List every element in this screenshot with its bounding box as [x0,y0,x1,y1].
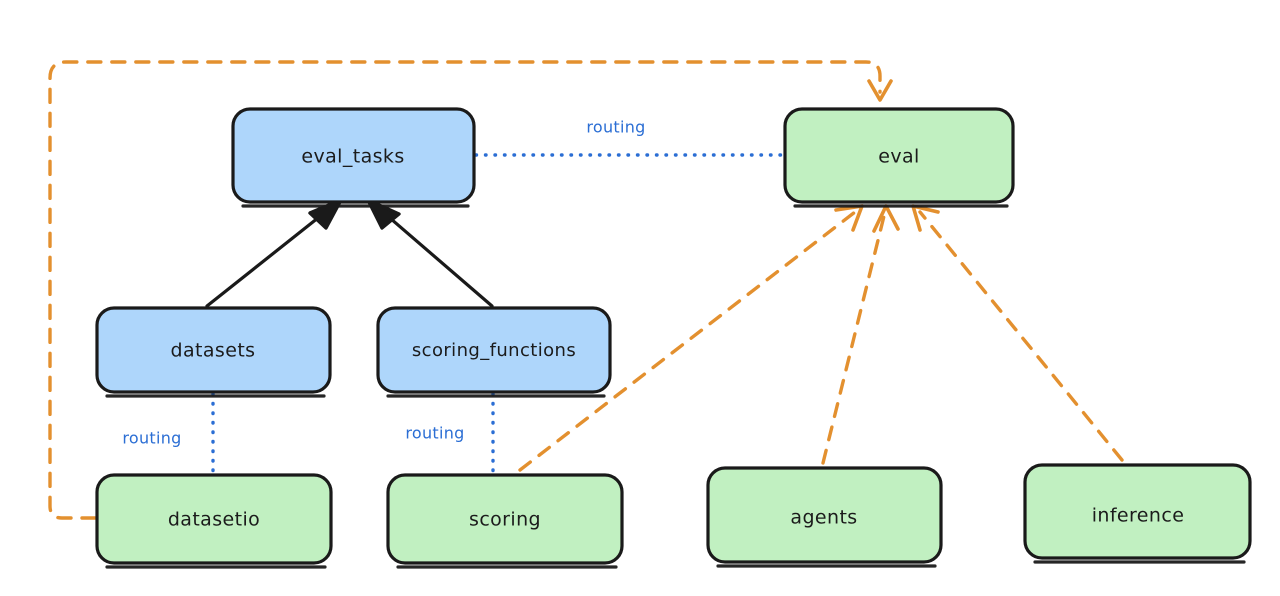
edge-path-datasetio-eval [48,60,882,520]
node-scoring-functions-label: scoring_functions [412,340,576,361]
arrowhead-datasetio-eval [867,79,893,102]
node-inference-body[interactable] [1023,463,1252,560]
node-eval-tasks[interactable]: eval_tasks [231,107,476,208]
node-datasetio-body[interactable] [95,473,333,565]
node-scoring[interactable]: scoring [386,473,624,569]
edge-inference-to-eval [911,204,1124,462]
node-eval-body[interactable] [783,107,1015,204]
edge-path-datasets-evaltasks [205,204,335,308]
node-inference[interactable]: inference [1023,463,1252,564]
node-scoring-functions[interactable]: scoring_functions [376,306,612,398]
node-datasets-label: datasets [171,340,256,362]
edge-datasets-to-eval_tasks [205,198,343,308]
node-scoring-label: scoring [469,509,541,531]
node-agents-label: agents [790,507,857,529]
edge-label-routing-scoring: routing [405,424,464,443]
node-scoring-functions-body[interactable] [376,306,612,394]
edge-path-scoring-eval [518,210,857,472]
node-datasets-body[interactable] [95,306,332,394]
arrowhead-datasets-evaltasks [308,198,343,230]
edge-path-inference-eval [918,210,1124,462]
node-agents[interactable]: agents [706,466,943,568]
node-eval-tasks-body[interactable] [231,107,476,204]
edge-scoring_functions-to-eval_tasks [366,198,494,308]
arrowhead-agents-eval [872,204,900,233]
node-inference-label: inference [1092,505,1185,527]
edge-path-scoringfunctions-evaltasks [374,204,494,308]
edge-label-routing-datasetio: routing [122,429,181,448]
node-eval-tasks-label: eval_tasks [301,146,404,168]
node-scoring-body[interactable] [386,473,624,565]
node-datasetio[interactable]: datasetio [95,473,333,569]
node-agents-body[interactable] [706,466,943,564]
node-eval[interactable]: eval [783,107,1015,208]
node-eval-label: eval [878,146,919,168]
node-datasetio-label: datasetio [168,509,260,531]
edge-datasetio-to-eval [48,60,893,520]
node-datasets[interactable]: datasets [95,306,332,398]
edge-path-agents-eval [821,210,887,465]
edge-agents-to-eval [821,204,900,465]
edge-label-routing-eval: routing [586,118,645,137]
